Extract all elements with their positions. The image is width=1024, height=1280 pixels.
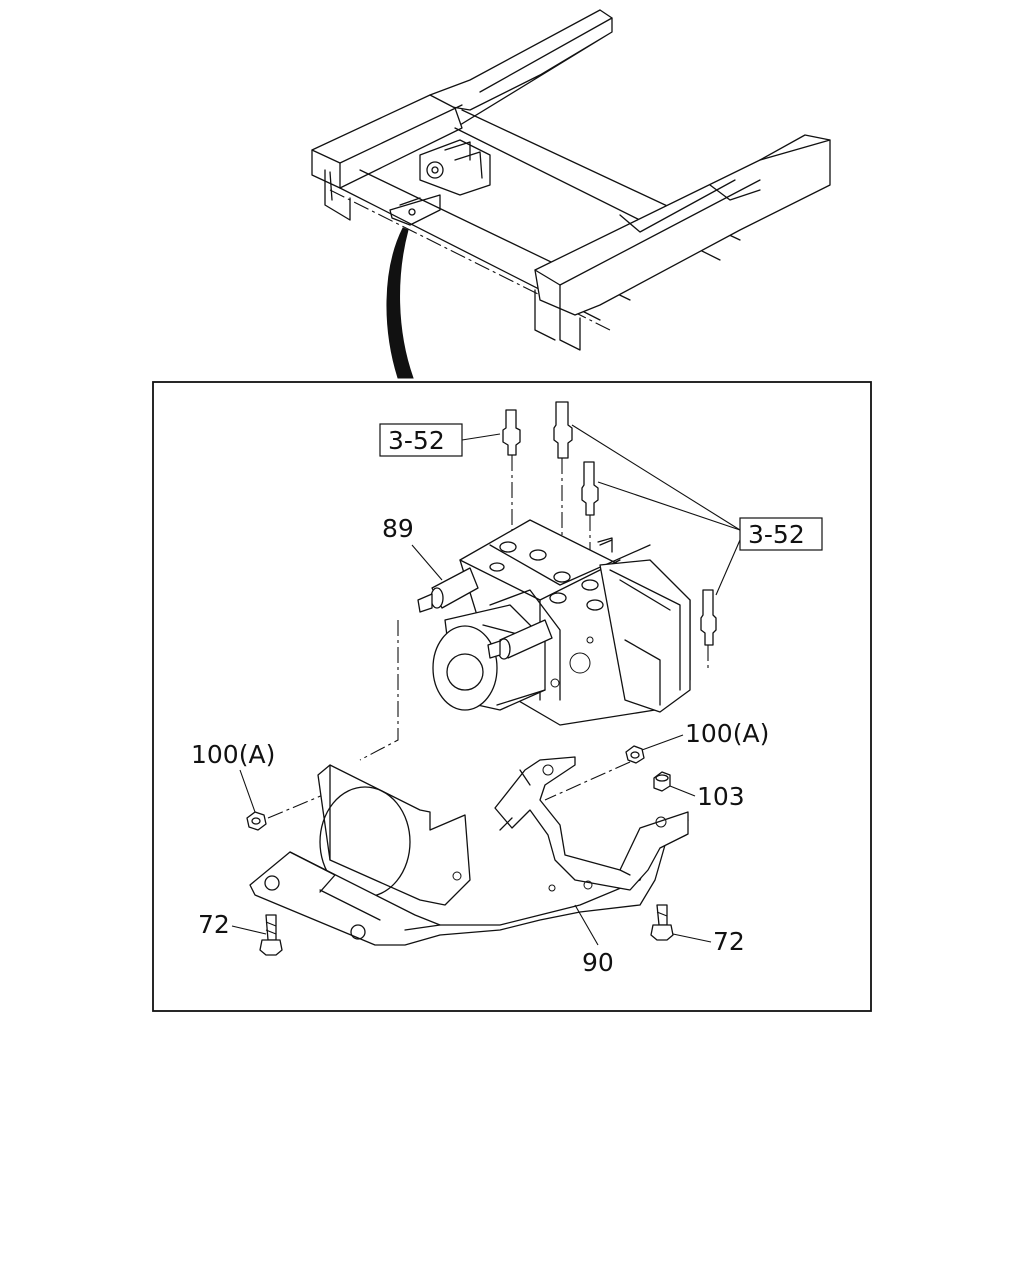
bolt-72-left — [259, 914, 283, 956]
callout-3-52-right: 3-52 — [571, 424, 823, 596]
callout-3-52-top: 3-52 — [379, 423, 501, 457]
callout-90: 90 — [582, 948, 614, 977]
bolt-72-right — [650, 904, 674, 941]
detail-frame — [152, 381, 872, 1012]
abs-unit-location-icon — [389, 139, 491, 226]
callout-100a-left: 100(A) — [191, 740, 275, 769]
nut-100a-left — [246, 811, 267, 831]
brake-pipe-bolts — [502, 401, 717, 670]
callout-3-52-top-label: 3-52 — [388, 426, 445, 455]
mounting-bracket — [249, 756, 689, 946]
vehicle-frame-overview — [311, 9, 831, 351]
callout-72-right: 72 — [713, 927, 745, 956]
callout-100a-right: 100(A) — [685, 719, 769, 748]
callout-3-52-right-label: 3-52 — [748, 520, 805, 549]
detail-pointer-arrow — [386, 227, 414, 379]
abs-hydraulic-unit — [417, 519, 691, 726]
callout-89: 89 — [382, 514, 414, 543]
callout-72-left: 72 — [198, 910, 230, 939]
nut-100a-right — [625, 745, 645, 764]
nut-103 — [653, 771, 671, 792]
callout-103: 103 — [697, 782, 745, 811]
